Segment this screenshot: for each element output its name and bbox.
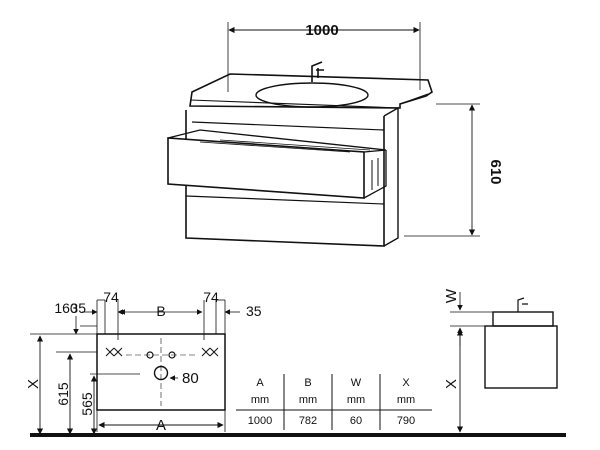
table-header-X: X	[402, 377, 410, 389]
label-160: 160	[54, 300, 78, 316]
lower-drawer-line	[185, 195, 385, 205]
label-B: B	[156, 303, 165, 319]
table-value-A: 1000	[248, 415, 272, 427]
label-74-left: 74	[103, 289, 119, 305]
label-A: A	[156, 417, 166, 434]
spec-table-headers: A B W X mm mm mm mm 1000 782 60 790	[248, 377, 415, 427]
table-unit-B: mm	[299, 394, 317, 406]
table-unit-A: mm	[251, 394, 269, 406]
label-35-left: 35	[70, 300, 86, 316]
tap-hole-right	[168, 351, 176, 359]
fixing-marks-left	[105, 347, 123, 357]
side-faucet	[517, 297, 528, 312]
tap-hole-left	[146, 351, 154, 359]
table-unit-X: mm	[397, 394, 415, 406]
spec-table	[236, 374, 432, 430]
table-value-X: 790	[397, 415, 415, 427]
drawer-slides	[371, 158, 379, 190]
label-565: 565	[79, 392, 95, 416]
open-drawer-top	[167, 129, 387, 153]
table-header-A: A	[256, 377, 264, 389]
basin-top	[189, 73, 433, 109]
basin-front-edge	[189, 99, 401, 109]
floor-line	[30, 433, 566, 437]
label-615: 615	[55, 382, 71, 406]
open-drawer-side	[363, 150, 387, 199]
basin-outline	[96, 333, 226, 411]
basin-plan-view	[30, 299, 240, 435]
label-35-right: 35	[246, 303, 262, 319]
table-header-B: B	[304, 377, 311, 389]
table-header-W: W	[351, 377, 362, 389]
cabinet-side	[383, 106, 399, 247]
fixing-marks-right	[201, 347, 219, 357]
table-value-W: 60	[350, 415, 362, 427]
label-74-right: 74	[203, 289, 219, 305]
faucet	[311, 61, 324, 82]
cabinet-perspective-view	[167, 22, 480, 247]
side-basin	[492, 311, 554, 327]
table-unit-W: mm	[347, 394, 365, 406]
drawer-inner-lines	[199, 139, 371, 153]
label-X-plan: X	[25, 379, 42, 389]
table-value-B: 782	[299, 415, 317, 427]
width-label: 1000	[305, 22, 338, 39]
label-80: 80	[182, 370, 199, 387]
label-W: W	[443, 288, 460, 303]
basin-bowl	[255, 82, 369, 108]
label-X-side: X	[443, 379, 460, 389]
side-cabinet	[484, 325, 558, 389]
open-drawer-front	[167, 137, 365, 199]
basin-side-edge	[399, 93, 429, 105]
side-elevation-view	[450, 292, 558, 433]
drain-hole	[153, 365, 169, 381]
drawer-top-rail	[191, 121, 385, 131]
height-label: 610	[487, 159, 504, 184]
